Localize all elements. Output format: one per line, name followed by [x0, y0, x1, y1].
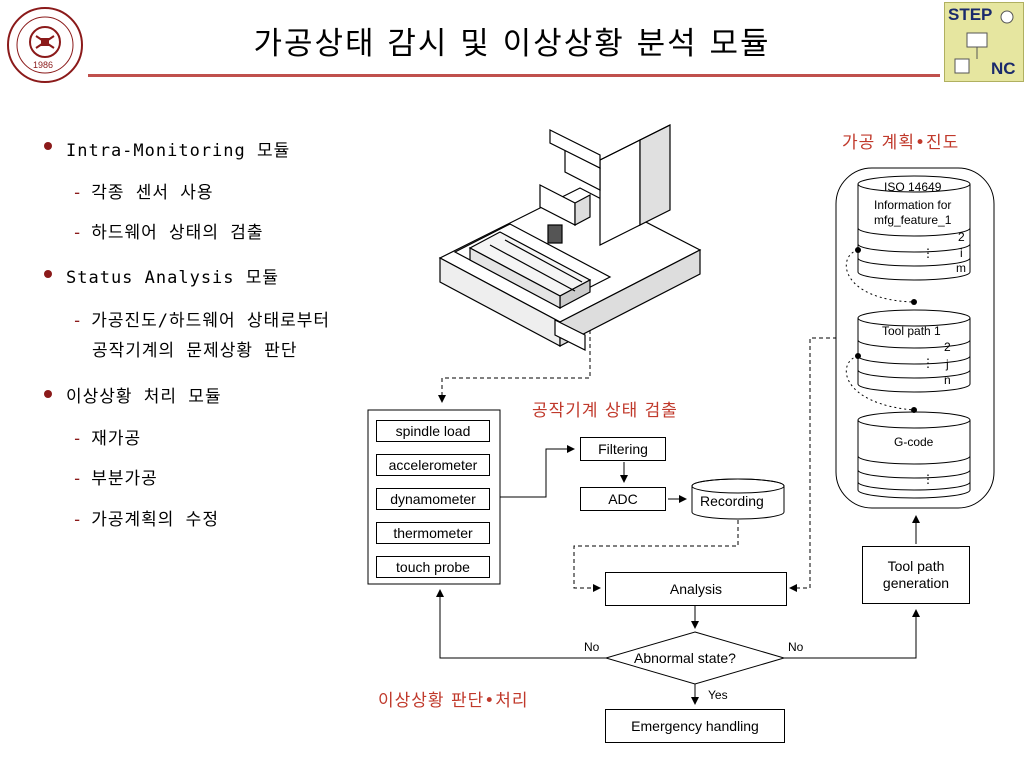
- bullet-1: Intra-Monitoring 모듈: [66, 141, 291, 161]
- db-cylinder-mfg-feature: [857, 175, 971, 281]
- db-toolpath-dots: ⋮: [922, 356, 934, 370]
- no-right-label: No: [788, 640, 804, 654]
- sensor-dynamometer: dynamometer: [376, 488, 490, 510]
- db-iso-label: ISO 14649: [884, 180, 942, 194]
- no-left-label: No: [584, 640, 600, 654]
- yes-label: Yes: [708, 688, 728, 702]
- bullet-3-dot: [44, 390, 52, 398]
- sensor-accelerometer: accelerometer: [376, 454, 490, 476]
- db-toolpath-2: 2: [944, 340, 951, 354]
- db-gcode-label: G-code: [894, 435, 934, 449]
- bullet-1-dot: [44, 142, 52, 150]
- db-toolpath-n: n: [944, 373, 951, 387]
- db-cylinder-gcode: [857, 411, 971, 499]
- recording-label: Recording: [700, 493, 764, 509]
- bullet-3: 이상상황 처리 모듈: [66, 387, 222, 407]
- label-machining-plan: 가공 계획•진도: [842, 133, 960, 153]
- adc-box: ADC: [580, 487, 666, 511]
- label-abnormal-handling: 이상상황 판단•처리: [378, 691, 529, 711]
- cnc-machine-illustration: [438, 124, 702, 351]
- db-toolpath-j: j: [946, 357, 949, 371]
- toolpath-gen-line2: generation: [882, 575, 950, 591]
- toolpath-generation-box: Tool path generation: [862, 546, 970, 604]
- decision-label: Abnormal state?: [634, 650, 736, 666]
- bullet-2: Status Analysis 모듈: [66, 268, 280, 288]
- emergency-handling-box: Emergency handling: [605, 709, 785, 743]
- bullet-2-dot: [44, 270, 52, 278]
- sub-bullet-1-2: -하드웨어 상태의 검출: [72, 223, 264, 243]
- analysis-box: Analysis: [605, 572, 787, 606]
- db-feature-m: m: [956, 261, 966, 275]
- db-feature-label: mfg_feature_1: [874, 213, 952, 227]
- toolpath-gen-line1: Tool path: [887, 558, 945, 574]
- filtering-box: Filtering: [580, 437, 666, 461]
- db-toolpath-1: Tool path 1: [882, 324, 941, 338]
- db-feature-i: i: [960, 246, 963, 260]
- db-gcode-dots: ⋮: [922, 472, 934, 486]
- logo-year: 1986: [33, 60, 54, 70]
- step-logo-text: STEP: [948, 5, 993, 24]
- university-logo: 1986: [6, 6, 84, 84]
- page-title: 가공상태 감시 및 이상상황 분석 모듈: [253, 26, 771, 62]
- step-nc-logo: STEP NC: [944, 2, 1024, 82]
- title-divider: [88, 74, 940, 77]
- sensor-touch-probe: touch probe: [376, 556, 490, 578]
- sub-bullet-2-2: 공작기계의 문제상황 판단: [92, 341, 298, 361]
- db-feature-dots: ⋮: [922, 246, 934, 260]
- sub-bullet-1-1: -각종 센서 사용: [72, 183, 214, 203]
- db-info-label: Information for: [874, 198, 952, 212]
- db-cylinder-tool-path: [857, 309, 971, 393]
- db-feature-2: 2: [958, 230, 965, 244]
- sensor-spindle-load: spindle load: [376, 420, 490, 442]
- sub-bullet-3-2: -부분가공: [72, 469, 158, 489]
- sensor-thermometer: thermometer: [376, 522, 490, 544]
- label-machine-state-detect: 공작기계 상태 검출: [532, 401, 678, 421]
- sub-bullet-3-3: -가공계획의 수정: [72, 510, 219, 530]
- sub-bullet-2-1: -가공진도/하드웨어 상태로부터: [72, 311, 331, 331]
- sub-bullet-3-1: -재가공: [72, 429, 142, 449]
- nc-logo-text: NC: [991, 59, 1016, 78]
